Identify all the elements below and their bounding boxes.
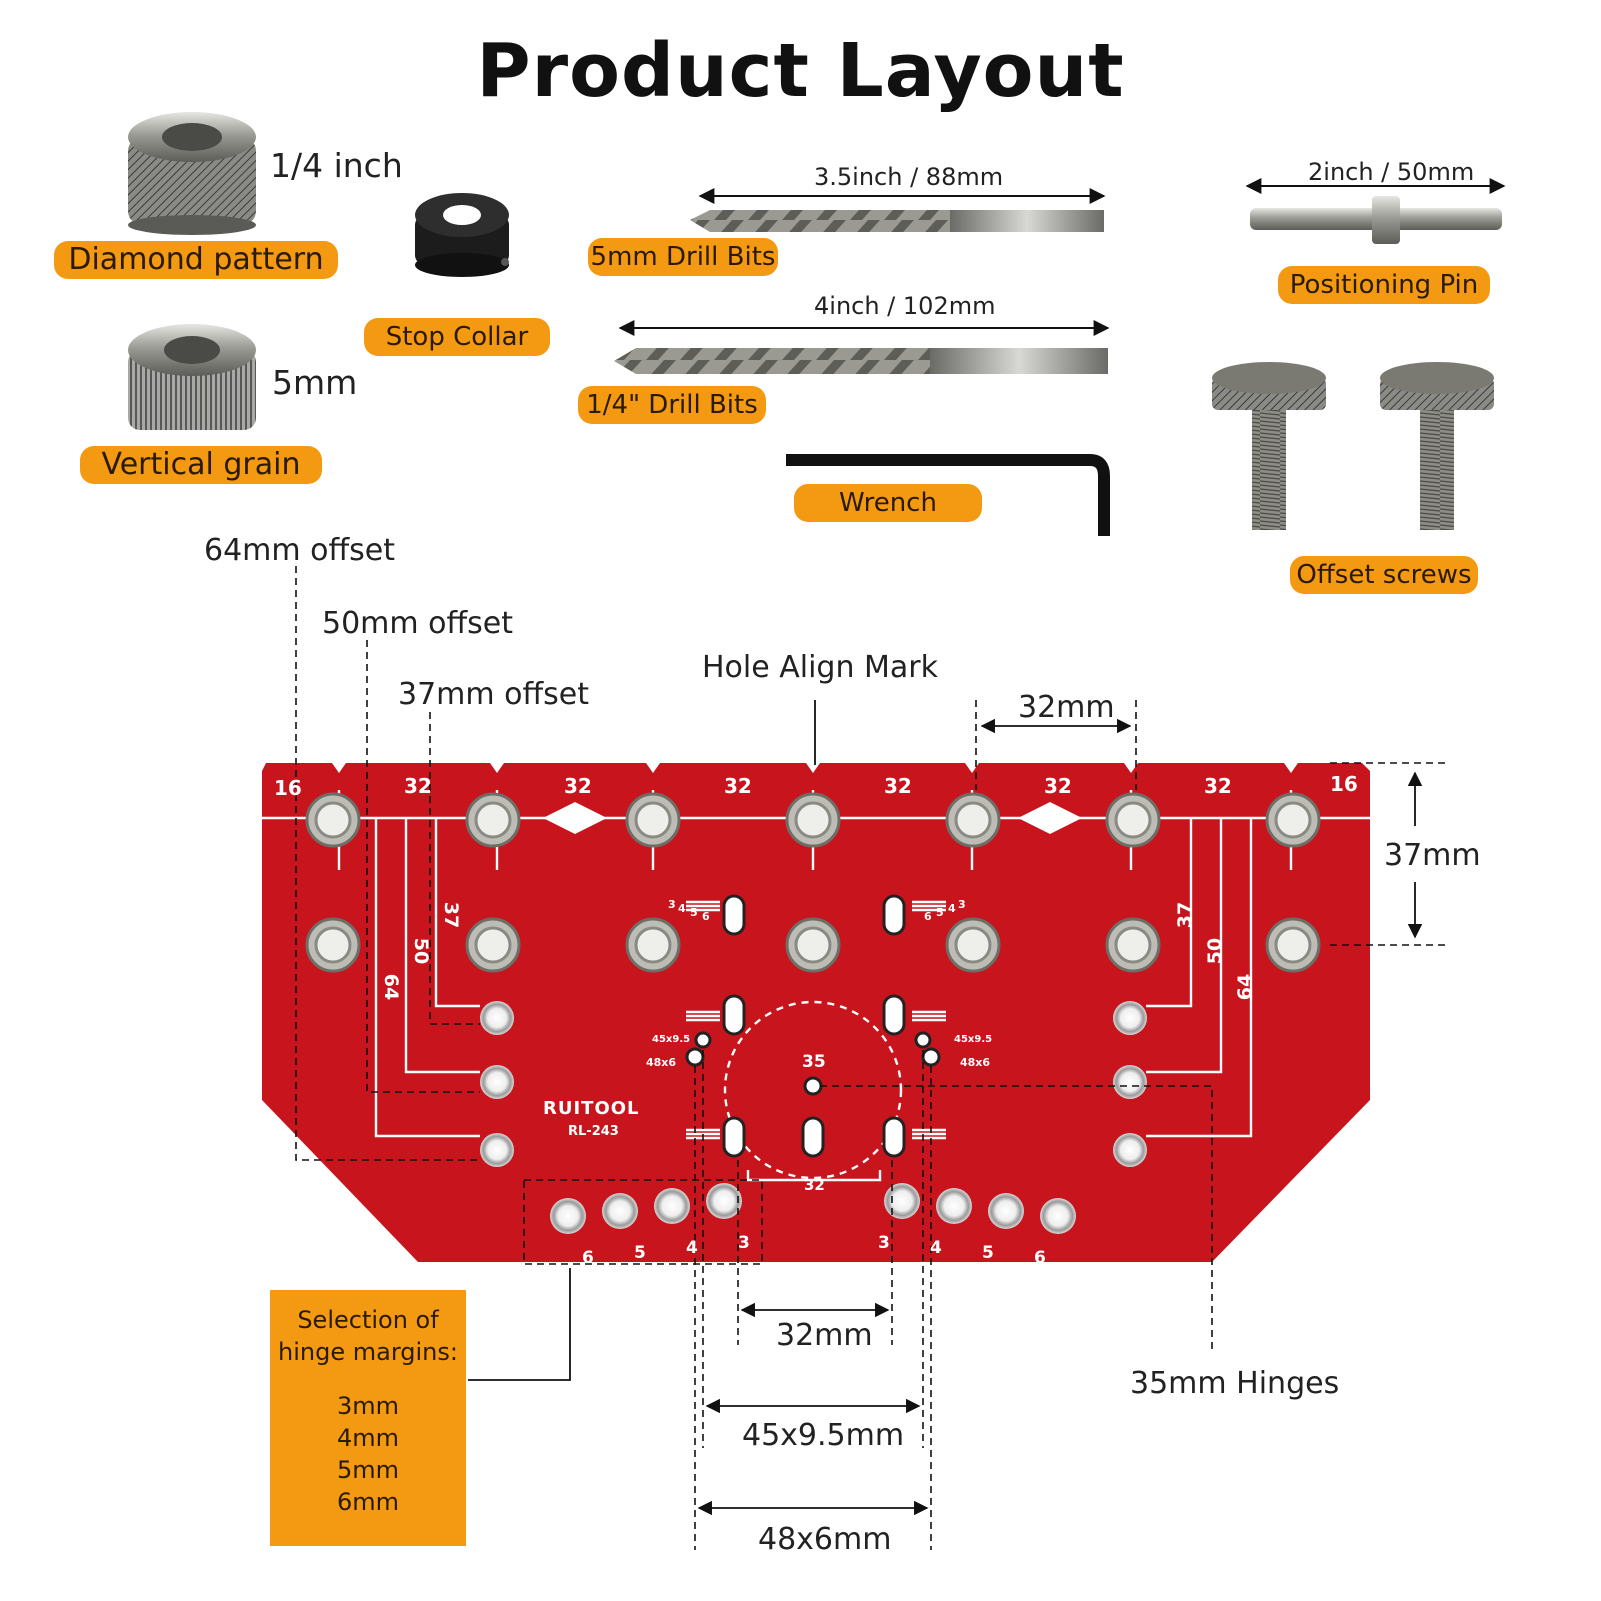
- hinge-box-heading: hinge margins:: [278, 1338, 458, 1366]
- dimension-arrows: [468, 700, 1423, 1516]
- slot-scale-number: 6: [702, 910, 710, 923]
- margin-number: 3: [738, 1233, 750, 1253]
- hinge-margin-option: 5mm: [336, 1456, 400, 1484]
- diamond-pattern-label: Diamond pattern: [54, 241, 338, 279]
- jig-edge-number: 32: [1044, 774, 1072, 798]
- hinges-35mm-label: 35mm Hinges: [1130, 1366, 1340, 1401]
- slots: [722, 894, 906, 1158]
- jig-edge-number: 32: [1204, 774, 1232, 798]
- positioning-pin-icon: [1245, 178, 1506, 244]
- spacing-32mm-top-label: 32mm: [1018, 690, 1115, 725]
- margin-number: 5: [982, 1243, 994, 1263]
- slot-scale-number: 5: [936, 906, 944, 919]
- positioning-pin-label: Positioning Pin: [1278, 266, 1490, 304]
- jig-slot-label: 45x9.5: [954, 1034, 993, 1045]
- hex-wrench-icon: [786, 454, 1110, 536]
- jig-side-number: 37: [1174, 901, 1197, 929]
- stop-collar-label: Stop Collar: [364, 318, 550, 356]
- dim-45x9-5-label: 45x9.5mm: [742, 1418, 905, 1453]
- drill-quarter-label: 1/4" Drill Bits: [578, 386, 766, 424]
- offset-50-label: 50mm offset: [322, 606, 514, 641]
- jig-side-number: 64: [380, 973, 403, 1001]
- offset-holes: [480, 1001, 1147, 1167]
- pin-dimension: 2inch / 50mm: [1308, 158, 1475, 186]
- callout-lines: [295, 566, 1450, 1550]
- stop-collar-icon: [415, 193, 509, 277]
- small-pin-holes: [685, 1031, 941, 1096]
- jig-edge-number: 16: [274, 776, 302, 800]
- drill-5mm-label: 5mm Drill Bits: [588, 238, 778, 276]
- hinge-box-heading: Selection of: [297, 1306, 439, 1334]
- drill-quarter-dimension: 4inch / 102mm: [814, 292, 996, 320]
- vertical-grain-label: Vertical grain: [80, 446, 322, 484]
- jig-center-number: 35: [802, 1052, 826, 1072]
- hinge-margin-holes: [550, 1183, 1076, 1234]
- hole-align-mark-label: Hole Align Mark: [702, 650, 939, 685]
- diamond-size-label: 1/4 inch: [270, 146, 403, 185]
- jig-side-number: 64: [1234, 973, 1257, 1001]
- jig-edge-number: 16: [1330, 772, 1358, 796]
- jig-edge-number: 32: [564, 774, 592, 798]
- jig-plate: [262, 763, 1370, 1262]
- diamond-align-mark-icon: [543, 802, 607, 834]
- jig-slot-label: 48x6: [646, 1056, 677, 1069]
- jig-brand: RUITOOL: [543, 1098, 640, 1119]
- margin-number: 4: [686, 1238, 698, 1258]
- slot-scale-number: 3: [668, 898, 676, 911]
- hinge-margin-option: 6mm: [336, 1488, 400, 1516]
- hinge-margin-option: 3mm: [336, 1392, 400, 1420]
- jig-edge-number: 32: [404, 774, 432, 798]
- drill-5mm-dimension: 3.5inch / 88mm: [814, 163, 1004, 191]
- margin-number: 6: [1034, 1248, 1046, 1268]
- slot-scale-number: 3: [958, 898, 966, 911]
- bushing-row-top: [305, 792, 1321, 848]
- jig-side-number: 37: [440, 901, 463, 929]
- hinge-margin-box: Selection of hinge margins: 3mm 4mm 5mm …: [270, 1290, 466, 1546]
- slot-scale-number: 4: [678, 902, 686, 915]
- jig-slot-label: 48x6: [960, 1056, 991, 1069]
- jig-edge-number: 32: [724, 774, 752, 798]
- offset-screw-icon: [1212, 362, 1326, 530]
- jig-model: RL-243: [568, 1124, 619, 1139]
- diamond-align-mark-icon: [1018, 802, 1082, 834]
- jig-edge-number: 32: [884, 774, 912, 798]
- drill-bit-5mm-icon: [690, 188, 1106, 232]
- slot-scale-number: 5: [690, 906, 698, 919]
- margin-number: 5: [634, 1243, 646, 1263]
- slot-scale-number: 4: [948, 902, 956, 915]
- dim-48x6-label: 48x6mm: [758, 1522, 892, 1557]
- slot-scale-number: 6: [924, 910, 932, 923]
- jig-side-number: 50: [410, 937, 433, 965]
- offset-64-label: 64mm offset: [204, 533, 396, 568]
- margin-number: 6: [582, 1248, 594, 1268]
- offset-screw-icon: [1380, 362, 1494, 530]
- hinge-35mm-outline: [723, 1000, 903, 1180]
- margin-number: 4: [930, 1238, 942, 1258]
- height-37mm-label: 37mm: [1384, 838, 1481, 873]
- drill-bit-quarter-inch-icon: [614, 320, 1110, 374]
- diamond-bushing-icon: [128, 112, 256, 235]
- hinge-margin-option: 4mm: [336, 1424, 400, 1452]
- jig-bottom-center-number: 32: [804, 1176, 825, 1194]
- vertical-grain-bushing-icon: [128, 324, 256, 430]
- offset-screws-label: Offset screws: [1290, 556, 1478, 594]
- vertical-size-label: 5mm: [272, 363, 358, 402]
- margin-number: 3: [878, 1233, 890, 1253]
- wrench-label: Wrench: [794, 484, 982, 522]
- page-title: Product Layout: [476, 28, 1125, 114]
- spacer: [270, 1368, 466, 1390]
- offset-37-label: 37mm offset: [398, 677, 590, 712]
- jig-side-number: 50: [1204, 937, 1227, 965]
- jig-slot-label: 45x9.5: [652, 1034, 691, 1045]
- bushing-row-second: [305, 917, 1321, 973]
- spacing-32mm-bottom-label: 32mm: [776, 1318, 873, 1353]
